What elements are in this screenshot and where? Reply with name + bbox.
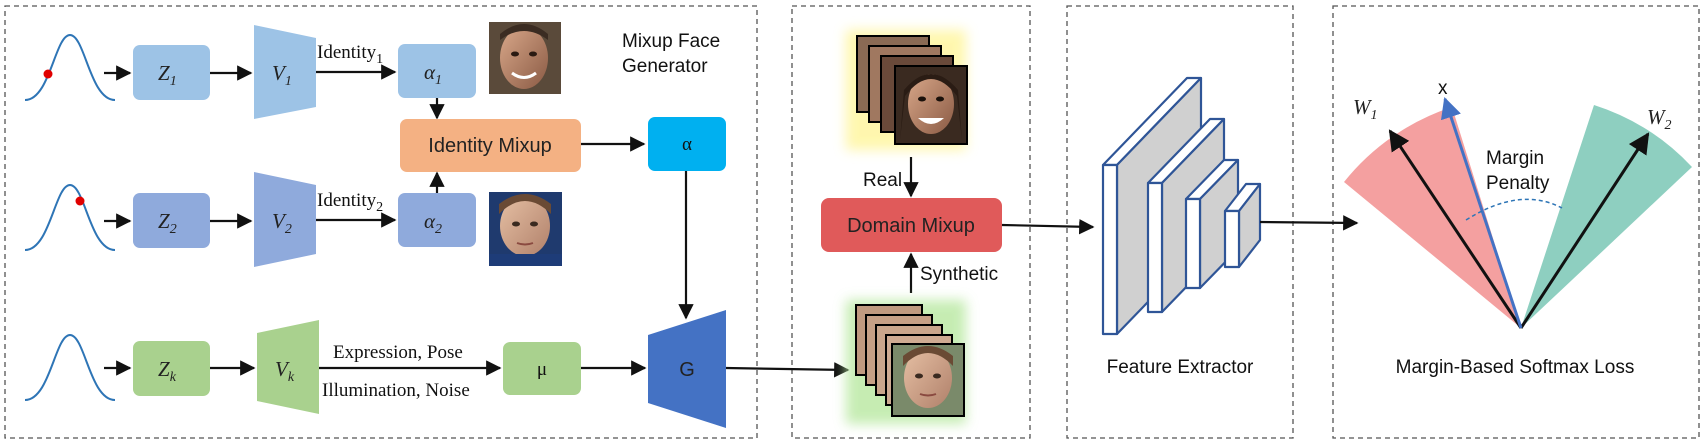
synthetic-faces-stack	[846, 300, 966, 424]
zk-box	[133, 341, 210, 396]
v2-label: V2	[272, 209, 292, 237]
x-vector	[1440, 97, 1523, 329]
margin-penalty-label: Margin	[1486, 148, 1544, 169]
real-faces-stack	[846, 30, 968, 150]
gaussian-icon	[24, 33, 116, 101]
identity-mixup-label: Identity Mixup	[428, 135, 551, 157]
arrow	[1001, 218, 1095, 235]
face-image-man	[489, 22, 561, 94]
synthetic-label: Synthetic	[920, 264, 998, 285]
generator-panel	[4, 5, 758, 439]
g-generator	[648, 310, 726, 428]
loss-caption: Margin-Based Softmax Loss	[1396, 357, 1635, 378]
arrow	[1259, 215, 1359, 231]
mu-box	[503, 342, 581, 395]
feature-extractor-blocks	[1101, 76, 1262, 336]
alpha-label: α	[682, 134, 692, 155]
z1-box	[133, 45, 210, 100]
mu-label: μ	[537, 359, 547, 380]
alpha2-label: α2	[424, 209, 442, 237]
w2-sector	[1521, 105, 1692, 328]
v1-label: V1	[272, 61, 292, 89]
domain-mixup-box	[821, 198, 1002, 252]
margin-arc	[1465, 198, 1563, 221]
w1-vector	[1388, 129, 1523, 329]
v2-trapezoid	[254, 172, 316, 267]
vk-label: Vk	[275, 357, 295, 385]
expression-pose-label: Expression, Pose	[333, 342, 463, 363]
alpha2-box	[398, 193, 476, 247]
real-label: Real	[863, 170, 902, 191]
g-label: G	[679, 359, 695, 381]
w2-label: W2	[1647, 105, 1672, 133]
domain-mixup-label: Domain Mixup	[847, 215, 975, 237]
gaussian-icon	[24, 183, 116, 251]
generator-title: Mixup Face	[622, 31, 720, 52]
arrow	[725, 362, 850, 378]
identity2-label: Identity2	[317, 190, 383, 215]
identity1-label: Identity1	[317, 42, 383, 67]
zk-label: Zk	[158, 357, 177, 385]
w2-vector	[1519, 132, 1650, 329]
alpha-box	[648, 117, 726, 171]
alpha1-label: α1	[424, 60, 442, 88]
margin-penalty-label: Penalty	[1486, 173, 1550, 194]
domain-panel	[791, 5, 1031, 439]
feature-extractor-caption: Feature Extractor	[1107, 357, 1254, 378]
z1-label: Z1	[158, 61, 177, 89]
z2-label: Z2	[158, 209, 177, 237]
w1-sector	[1344, 107, 1521, 328]
v1-trapezoid	[254, 25, 316, 119]
illumination-noise-label: Illumination, Noise	[322, 380, 470, 401]
face-image-boy	[489, 192, 562, 266]
x-label: x	[1438, 78, 1448, 99]
alpha1-box	[398, 44, 476, 98]
z2-box	[133, 193, 210, 248]
vk-trapezoid	[257, 320, 319, 414]
identity-mixup-box	[400, 119, 581, 172]
w1-label: W1	[1353, 95, 1378, 123]
generator-title: Generator	[622, 56, 708, 77]
gaussian-icon	[24, 333, 116, 401]
